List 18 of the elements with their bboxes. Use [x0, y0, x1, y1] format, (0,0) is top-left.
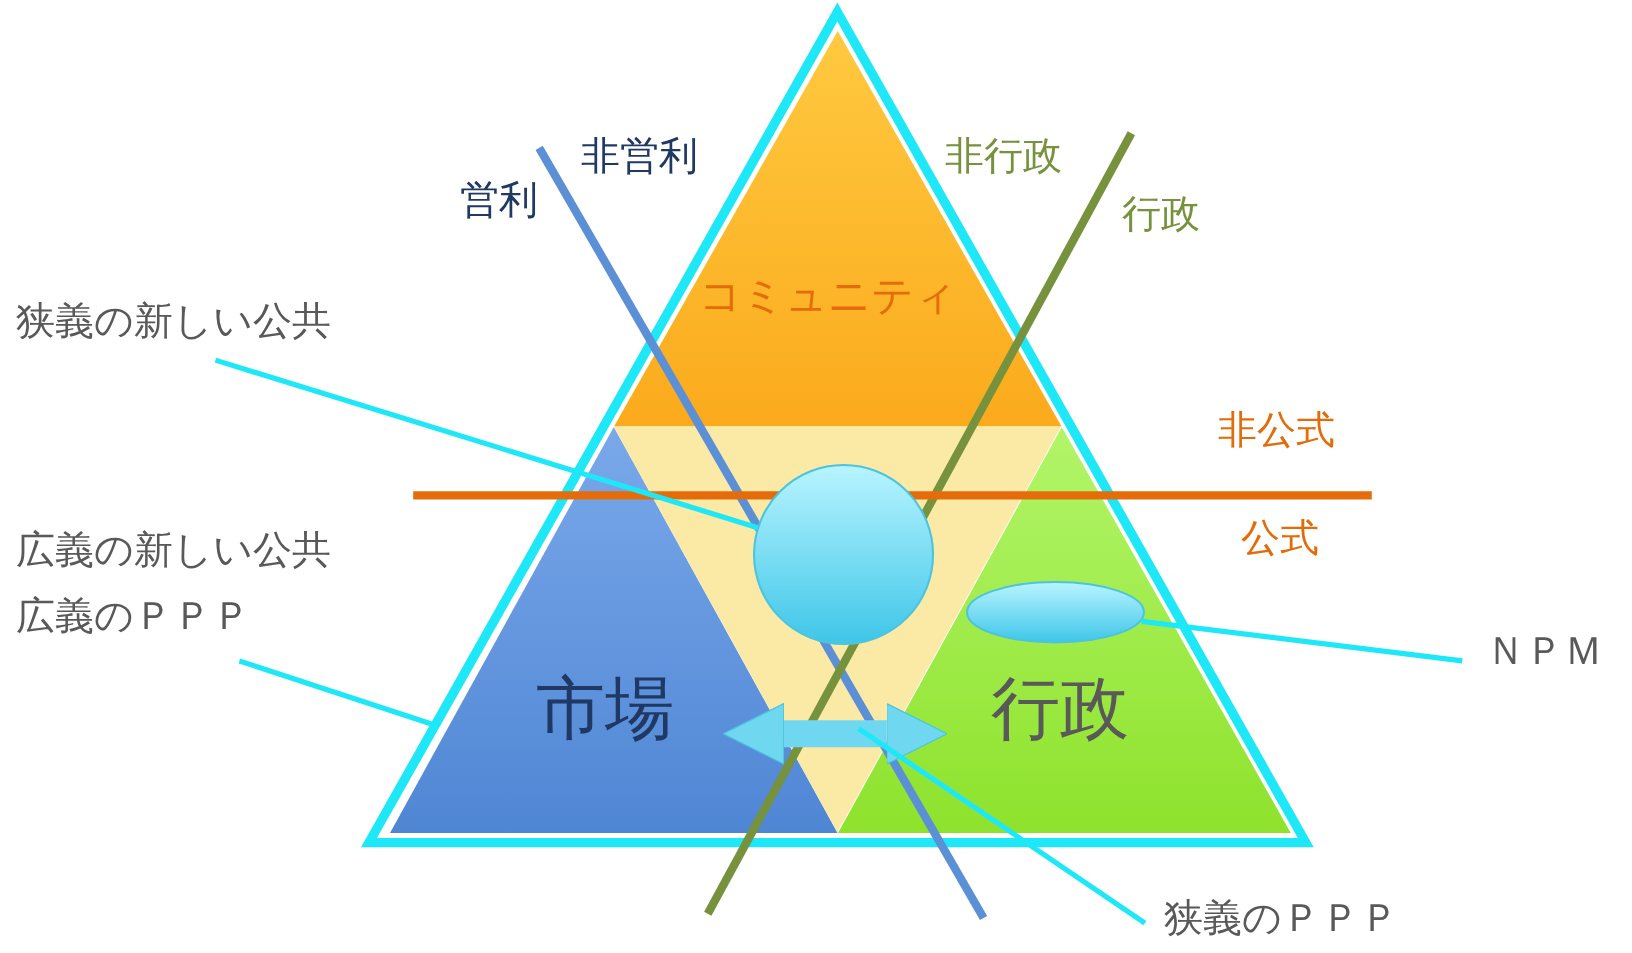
axis-label: 非営利: [580, 135, 698, 178]
leader-line: [214, 357, 759, 531]
region-label: 市場: [536, 671, 674, 747]
axis-label: 営利: [460, 179, 539, 222]
region-label: コミュニティ: [699, 272, 958, 319]
axis-label: 公式: [1240, 517, 1319, 560]
region-label: 行政: [990, 671, 1129, 747]
callout-text: 狭義のＰＰＰ: [1163, 897, 1399, 940]
axis-label: 非行政: [945, 135, 1063, 178]
leader-line: [1141, 618, 1463, 664]
callout-text: 狭義の新しい公共: [15, 299, 331, 343]
callout-text: ＮＰＭ: [1486, 629, 1604, 673]
callout-text: 広義の新しい公共: [15, 528, 331, 572]
double-arrow: [722, 703, 948, 765]
axis-label: 行政: [1122, 192, 1200, 235]
callout-text: 広義のＰＰＰ: [15, 595, 251, 638]
axis-label: 非公式: [1217, 409, 1335, 452]
leader-line: [857, 726, 1147, 926]
